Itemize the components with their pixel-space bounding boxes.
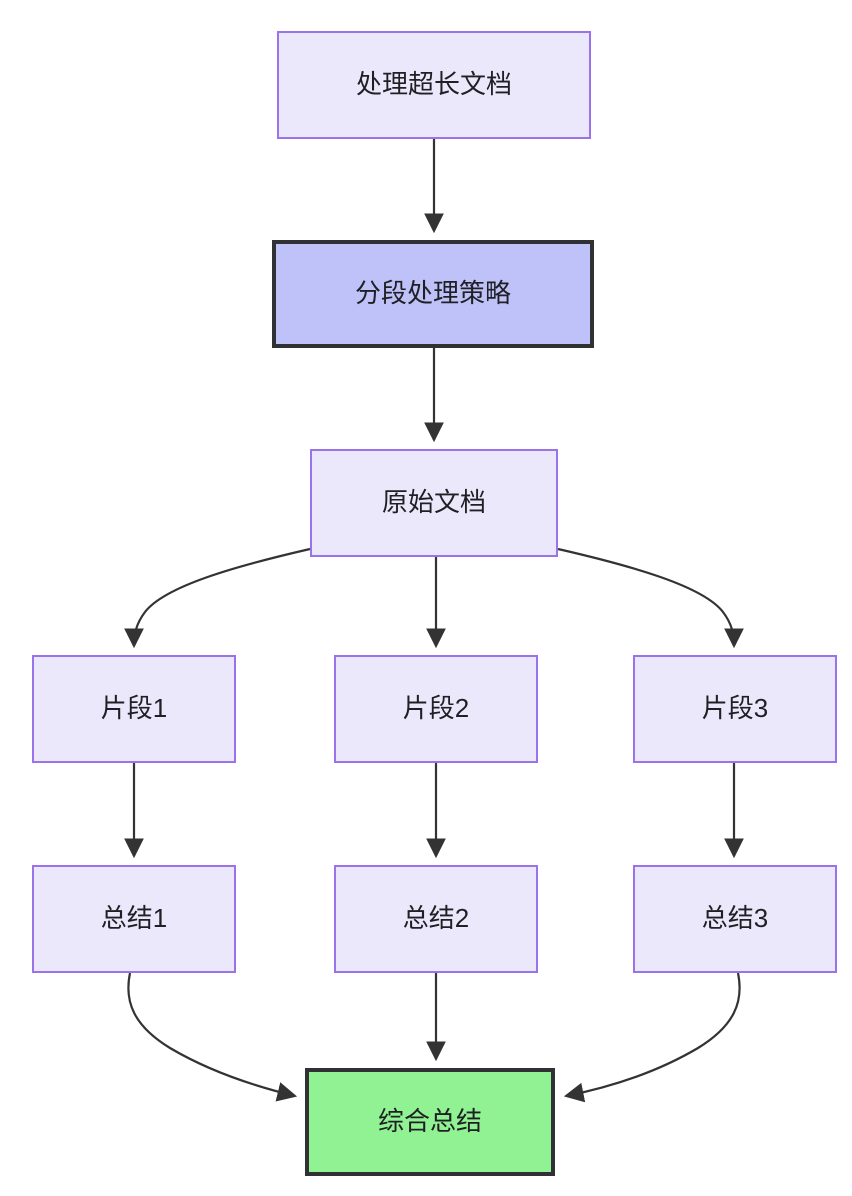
node-label: 总结3 bbox=[701, 903, 769, 934]
node-summary-3[interactable]: 总结3 bbox=[633, 865, 837, 973]
node-chunking-strategy[interactable]: 分段处理策略 bbox=[272, 240, 594, 348]
node-label: 总结1 bbox=[100, 903, 168, 934]
node-raw-document[interactable]: 原始文档 bbox=[310, 449, 558, 557]
edge-summary3-to-final bbox=[563, 972, 741, 1103]
node-summary-2[interactable]: 总结2 bbox=[334, 865, 538, 973]
node-label: 总结2 bbox=[402, 903, 470, 934]
node-chunk-2[interactable]: 片段2 bbox=[334, 655, 538, 763]
node-label: 片段1 bbox=[100, 693, 168, 724]
node-label: 原始文档 bbox=[381, 487, 486, 518]
node-chunk-3[interactable]: 片段3 bbox=[633, 655, 837, 763]
edge-summary1-to-final bbox=[127, 972, 298, 1102]
node-label: 综合总结 bbox=[377, 1106, 482, 1137]
node-label: 处理超长文档 bbox=[355, 69, 512, 100]
node-label: 片段3 bbox=[701, 693, 769, 724]
node-label: 片段2 bbox=[402, 693, 470, 724]
node-chunk-1[interactable]: 片段1 bbox=[32, 655, 236, 763]
node-process-long-document[interactable]: 处理超长文档 bbox=[277, 31, 591, 139]
edge-raw-doc-to-chunk3 bbox=[557, 547, 744, 649]
edge-raw-doc-to-chunk1 bbox=[124, 547, 311, 649]
node-final-summary[interactable]: 综合总结 bbox=[305, 1068, 555, 1176]
node-label: 分段处理策略 bbox=[354, 278, 511, 309]
node-summary-1[interactable]: 总结1 bbox=[32, 865, 236, 973]
